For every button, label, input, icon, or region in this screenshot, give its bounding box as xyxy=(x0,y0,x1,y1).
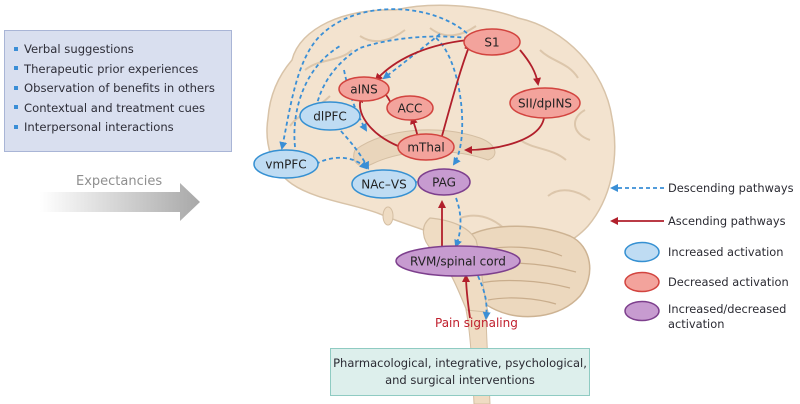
svg-text:SII/dpINS: SII/dpINS xyxy=(518,97,572,111)
region-acc: ACC xyxy=(386,95,434,121)
list-item: Interpersonal interactions xyxy=(14,118,231,138)
brain-illustration xyxy=(266,4,616,404)
legend-increased-symbol xyxy=(624,241,660,263)
expectancy-cues-box: Verbal suggestions Therapeutic prior exp… xyxy=(4,30,232,152)
interventions-line-2: and surgical interventions xyxy=(385,373,535,387)
interventions-line-1: Pharmacological, integrative, psychologi… xyxy=(333,356,587,370)
bullet-icon xyxy=(14,46,18,51)
region-sii-dpins: SII/dpINS xyxy=(509,87,581,119)
cues-list: Verbal suggestions Therapeutic prior exp… xyxy=(14,40,231,138)
list-item: Observation of benefits in others xyxy=(14,79,231,99)
svg-text:NAc–VS: NAc–VS xyxy=(361,178,406,192)
region-nac-vs: NAc–VS xyxy=(351,169,417,199)
svg-text:S1: S1 xyxy=(484,36,499,50)
bullet-icon xyxy=(14,85,18,90)
pituitary xyxy=(382,206,394,226)
legend-increased-label: Increased activation xyxy=(668,245,784,259)
asc-path-s1-to-sii xyxy=(519,49,541,86)
pain-signaling-label: Pain signaling xyxy=(435,316,518,330)
svg-text:RVM/spinal cord: RVM/spinal cord xyxy=(410,255,506,269)
desc-path-rvm-down xyxy=(477,275,491,320)
desc-path-pag-to-rvm xyxy=(454,197,462,248)
bullet-icon xyxy=(14,66,18,70)
region-s1: S1 xyxy=(463,28,521,56)
legend-symbols xyxy=(610,184,664,322)
desc-path-vmpfc-up xyxy=(293,45,341,155)
svg-text:dlPFC: dlPFC xyxy=(313,110,346,124)
region-ains: aINS xyxy=(338,76,390,102)
legend-mixed-label: Increased/decreased activation xyxy=(668,302,787,331)
bullet-icon xyxy=(14,124,18,129)
list-item: Verbal suggestions xyxy=(14,40,231,60)
svg-text:mThal: mThal xyxy=(407,141,444,155)
legend-decreased-label: Decreased activation xyxy=(668,275,789,289)
desc-path-dlpfc-to-thal xyxy=(343,69,368,132)
region-rvm-spinal-cord: RVM/spinal cord xyxy=(395,245,521,277)
legend-decreased-symbol xyxy=(624,271,660,293)
svg-text:ACC: ACC xyxy=(398,102,423,116)
region-pag: PAG xyxy=(417,168,471,196)
interventions-box: Pharmacological, integrative, psychologi… xyxy=(330,348,590,396)
region-mthal: mThal xyxy=(397,133,455,161)
svg-text:aINS: aINS xyxy=(350,83,378,97)
asc-path-mthal-to-s1 xyxy=(441,42,472,137)
desc-path-top-to-ains xyxy=(382,33,441,80)
cerebellum-folds xyxy=(471,246,577,305)
legend-mixed-symbol xyxy=(624,300,660,322)
asc-path-s1-to-ains xyxy=(374,39,469,82)
expectancies-label: Expectancies xyxy=(76,174,163,189)
asc-path-spine-to-rvm xyxy=(462,274,471,319)
desc-path-dlpfc-up xyxy=(315,35,469,109)
desc-path-arc-to-pag xyxy=(435,37,464,166)
desc-path-s1-to-frontal xyxy=(279,8,473,150)
svg-text:vmPFC: vmPFC xyxy=(265,158,306,172)
svg-text:PAG: PAG xyxy=(432,176,456,190)
region-vmpfc: vmPFC xyxy=(253,149,319,179)
list-item: Therapeutic prior experiences xyxy=(14,60,231,80)
list-item: Contextual and treatment cues xyxy=(14,99,231,119)
expectancies-arrow xyxy=(40,183,200,221)
bullet-icon xyxy=(14,105,18,109)
legend-ascending-label: Ascending pathways xyxy=(668,214,786,228)
legend-descending-label: Descending pathways xyxy=(668,181,794,195)
region-dlpfc: dlPFC xyxy=(299,101,361,131)
descending-pathways xyxy=(279,8,491,320)
asc-path-sii-to-mthal xyxy=(464,117,545,154)
